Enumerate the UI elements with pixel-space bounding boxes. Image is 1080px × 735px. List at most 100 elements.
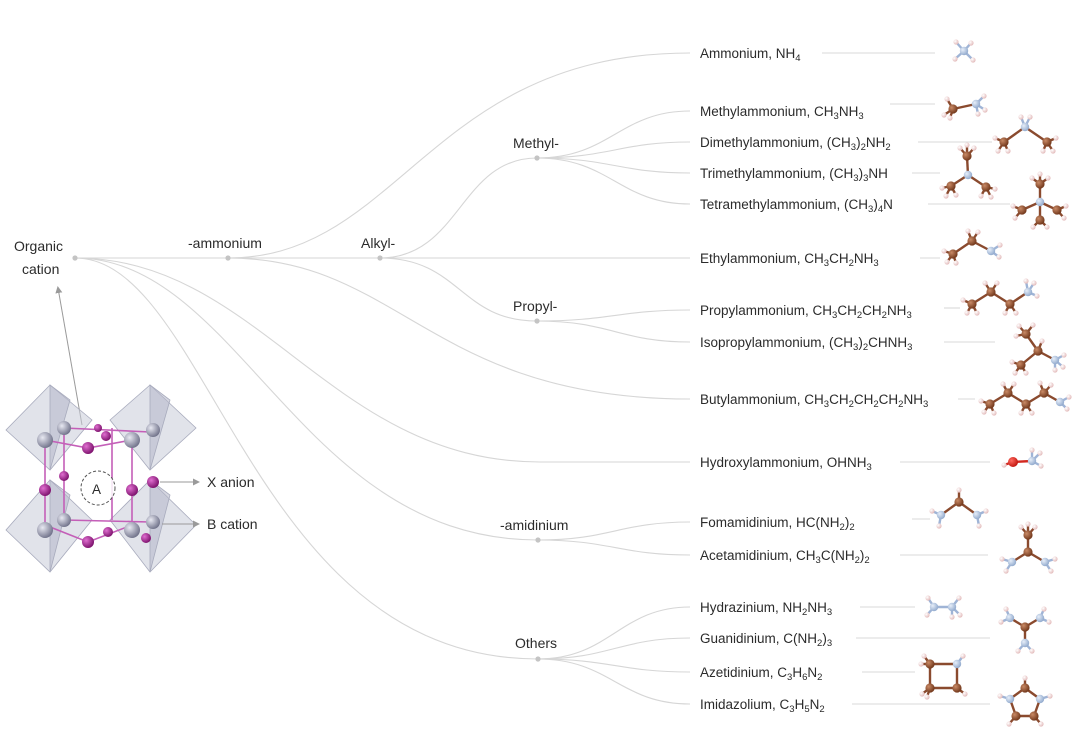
atom-h [1034, 293, 1040, 299]
atom-c [1035, 179, 1045, 189]
atom-n [1020, 122, 1030, 132]
atom-h [970, 57, 976, 63]
atom-n [1035, 613, 1045, 623]
atom-h [968, 40, 974, 46]
atom-c [999, 137, 1009, 147]
atom-h [994, 280, 1000, 286]
branch-alkyl-methyl [379, 157, 538, 259]
atom-c [925, 683, 935, 693]
atom-h [1018, 114, 1024, 120]
atom-h [1000, 381, 1006, 387]
root-label-line2: cation [22, 261, 59, 277]
cation-label-trimethylammonium: Trimethylammonium, (CH3)3NH [700, 166, 888, 184]
atom-h [960, 297, 966, 303]
molecule-structures [918, 39, 1072, 727]
atom-h [992, 186, 998, 192]
atom-h [924, 612, 930, 618]
atom-h [921, 653, 927, 659]
atom-h [924, 694, 930, 700]
atom-h [1053, 135, 1059, 141]
atom-h [976, 523, 982, 529]
atom-c [1039, 388, 1049, 398]
atom-h [1060, 364, 1066, 370]
atom-h [1006, 721, 1012, 727]
branch-alkyl-propyl [379, 257, 538, 322]
atom-c [948, 249, 958, 259]
atom-h [978, 398, 984, 404]
atom-n [971, 99, 981, 109]
alkyl-node-label: Alkyl- [361, 235, 396, 251]
atom-h [956, 595, 962, 601]
branch-others-2 [537, 637, 691, 660]
butylammonium-molecule [978, 380, 1072, 416]
cation-label-ethylammonium: Ethylammonium, CH3CH2NH3 [700, 251, 879, 269]
branch-methyl-3 [536, 157, 691, 174]
atom-h [997, 693, 1003, 699]
atom-h [1063, 203, 1069, 209]
atom-h [919, 691, 925, 697]
x-anion-spheres [39, 424, 159, 548]
branch-propyl-2 [536, 320, 691, 343]
node-labels: Organic cation -ammonium Alkyl- Methyl- … [14, 135, 568, 651]
cation-label-tetramethylammonium: Tetramethylammonium, (CH3)4N [700, 197, 893, 215]
atom-n [1027, 456, 1037, 466]
b-sphere [57, 421, 71, 435]
atom-h [965, 228, 971, 234]
cation-label-hydroxylammonium: Hydroxylammonium, OHNH3 [700, 455, 872, 473]
atom-h [953, 39, 959, 45]
atom-n [929, 602, 939, 612]
b-sphere [37, 432, 53, 448]
atom-c [967, 236, 977, 246]
atom-h [995, 148, 1001, 154]
branch-ammonium-butyl [227, 257, 691, 400]
atom-h [1025, 521, 1031, 527]
node-dot-methyl [534, 155, 540, 161]
methyl-node-label: Methyl- [513, 135, 559, 151]
atom-c [1023, 530, 1033, 540]
atom-h [929, 508, 935, 514]
atom-h [1010, 203, 1016, 209]
trimethylammonium-molecule [939, 142, 998, 200]
atom-h [1030, 224, 1036, 230]
branch-root-hydroxylammonium [74, 257, 690, 463]
atom-h [1038, 463, 1044, 469]
atom-n [972, 510, 982, 520]
atom-c [954, 497, 964, 507]
x-sphere [59, 471, 69, 481]
x-sphere [126, 484, 138, 496]
branch-ammonium-nh4 [227, 52, 691, 259]
branch-amidinium-2 [537, 539, 691, 556]
atom-h [1048, 382, 1054, 388]
atom-h [1066, 394, 1072, 400]
atom-n [1005, 694, 1015, 704]
atom-h [953, 260, 959, 266]
atom-h [996, 254, 1002, 260]
atom-h [1045, 175, 1051, 181]
atom-n [936, 510, 946, 520]
atom-h [1029, 648, 1035, 654]
atom-c [946, 181, 956, 191]
branch-methyl-2 [536, 141, 691, 159]
atom-h [1061, 352, 1067, 358]
atom-h [1046, 619, 1052, 625]
atom-n [1023, 287, 1033, 297]
atom-h [1001, 462, 1007, 468]
cation-label-fomamidinium: Fomamidinium, HC(NH2)2 [700, 515, 855, 533]
cation-label-propylammonium: Propylammonium, CH3CH2CH2NH3 [700, 303, 912, 321]
x-sphere [147, 476, 159, 488]
atom-h [1050, 148, 1056, 154]
atom-n [1020, 638, 1030, 648]
b-sphere [146, 423, 160, 437]
atom-c [1003, 388, 1013, 398]
atom-h [999, 556, 1005, 562]
atom-h [956, 487, 962, 493]
atom-h [1044, 224, 1050, 230]
ammonium-node-label: -ammonium [188, 235, 262, 251]
imidazolium-molecule [997, 675, 1053, 727]
atom-n [1055, 397, 1065, 407]
atom-c [952, 683, 962, 693]
branch-root-others [74, 257, 539, 660]
branch-methyl-1 [536, 110, 691, 159]
atom-h [1048, 568, 1054, 574]
